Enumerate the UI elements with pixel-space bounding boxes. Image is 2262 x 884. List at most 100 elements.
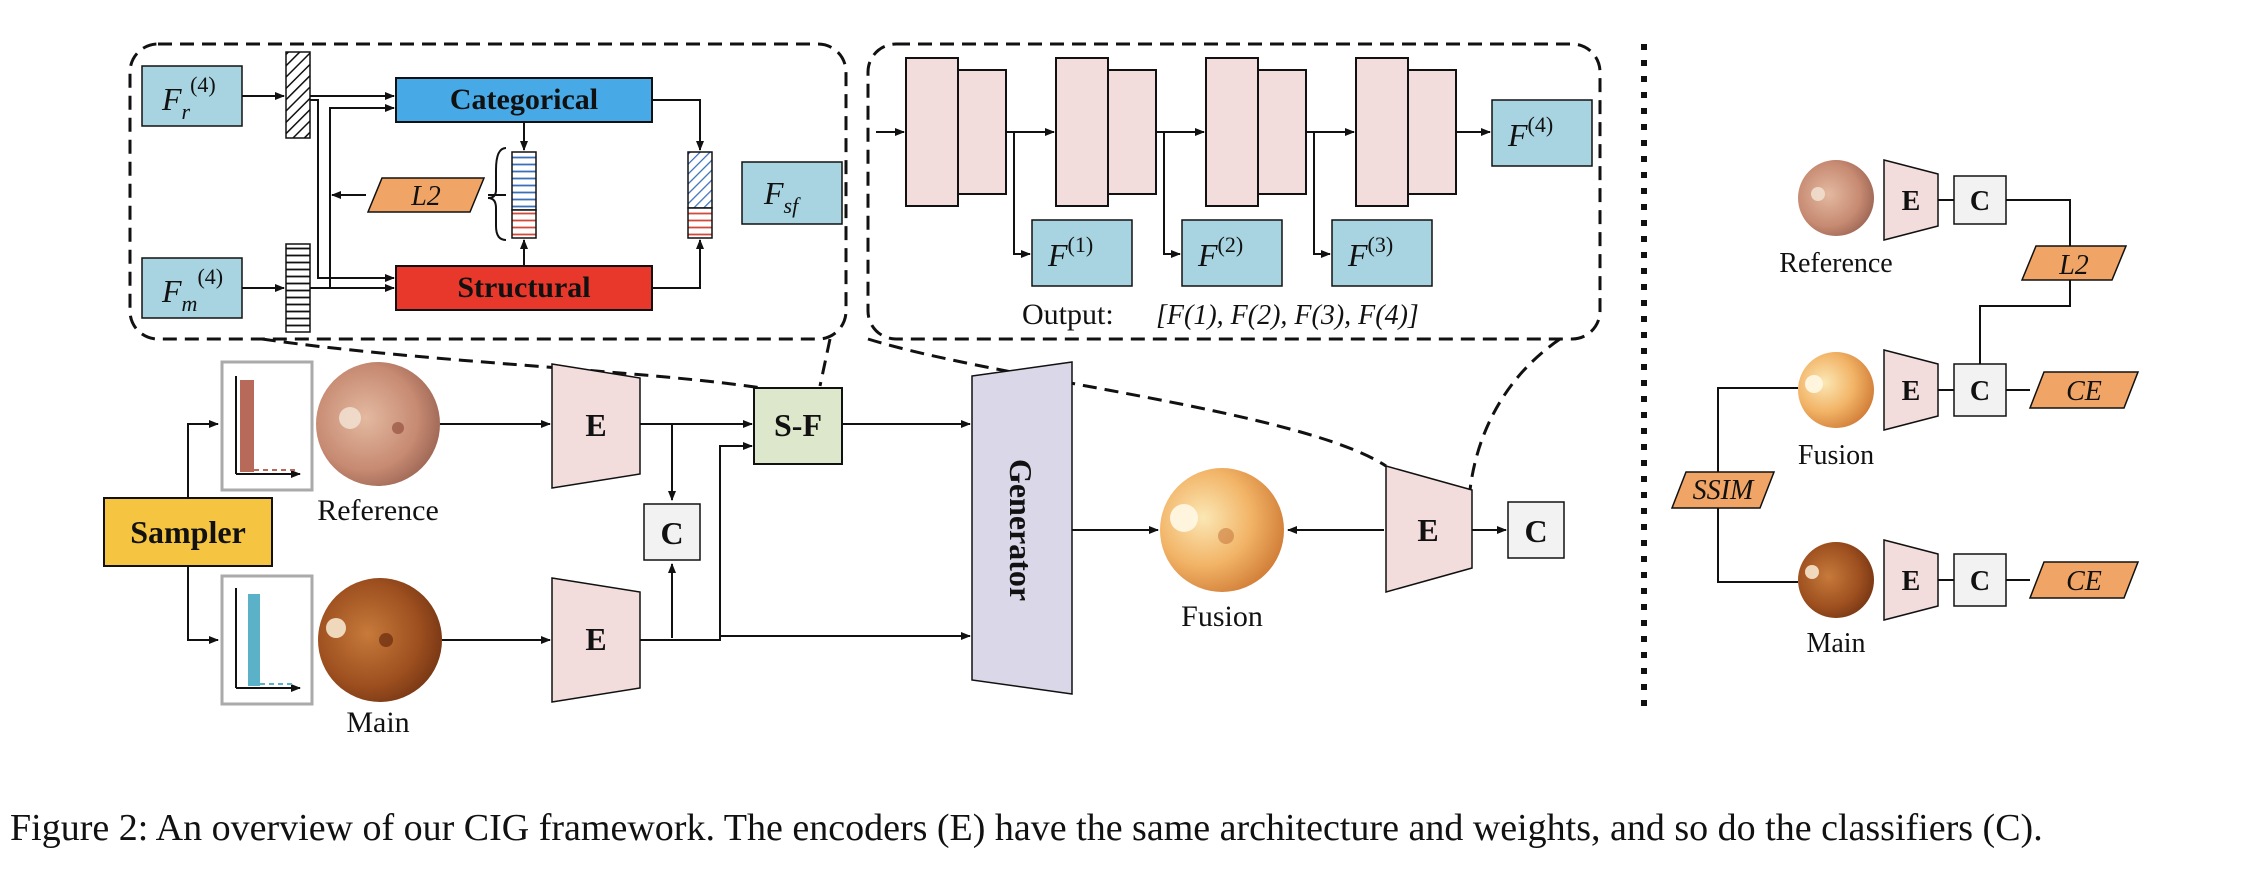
- loss-reference-encoder: E: [1883, 159, 1939, 241]
- sf-module-panel: [128, 42, 848, 341]
- loss-main-classifier-label: C: [1970, 566, 1990, 597]
- sampler-block: Sampler: [103, 497, 273, 567]
- loss-fusion-label: Fusion: [1798, 440, 1874, 471]
- sf-label: S-F: [774, 407, 822, 443]
- categorical-block: Categorical: [395, 77, 653, 123]
- encoder-stage-1: [905, 57, 1007, 207]
- module-l2-label: L2: [410, 181, 441, 212]
- fm4-sub: m: [182, 291, 198, 316]
- loss-reference-encoder-label: E: [1902, 186, 1921, 217]
- reference-label: Reference: [317, 494, 439, 527]
- categorical-label: Categorical: [450, 83, 598, 116]
- svg-text:F(4): F(4): [1507, 112, 1553, 153]
- f3-feature-box: F(3): [1331, 219, 1433, 287]
- fusion-classifier: C: [1507, 501, 1565, 559]
- fusion-classifier-label: C: [1524, 513, 1547, 549]
- reference-encoder: E: [551, 363, 641, 489]
- f1-base: F: [1047, 237, 1068, 273]
- fusion-encoder-label: E: [1417, 512, 1438, 548]
- module-l2-loss: L2: [366, 177, 486, 213]
- fusion-encoder: E: [1385, 465, 1473, 593]
- encoder-stage-3: [1205, 57, 1307, 207]
- loss-main-classifier: C: [1953, 553, 2007, 607]
- fr-vector: [285, 51, 311, 139]
- center-classifier-label: C: [660, 515, 683, 551]
- f2-feature-box: F(2): [1181, 219, 1283, 287]
- sf-module-block: S-F: [753, 387, 843, 465]
- loss-ssim: SSIM: [1670, 471, 1776, 509]
- concat-vector-right: [687, 151, 713, 239]
- loss-ce-main-label: CE: [2066, 566, 2102, 597]
- svg-text:Fsf: Fsf: [763, 175, 801, 218]
- center-classifier: C: [643, 503, 701, 561]
- loss-fusion-encoder: E: [1883, 349, 1939, 431]
- svg-text:Fr(4): Fr(4): [161, 72, 216, 124]
- encoder-stage-4: [1355, 57, 1457, 207]
- fr4-sup: (4): [190, 72, 216, 97]
- generator-block: Generator: [971, 361, 1073, 695]
- output-list: [F(1), F(2), F(3), F(4)]: [1156, 300, 1419, 331]
- reference-encoder-label: E: [585, 407, 606, 443]
- cig-framework-diagram: Fr(4) Fm(4) Categorical Structural L2: [103, 42, 2140, 739]
- structural-block: Structural: [395, 265, 653, 311]
- svg-text:F(3): F(3): [1347, 232, 1393, 273]
- main-fundus-image: [318, 578, 442, 702]
- f1-sup: (1): [1068, 232, 1094, 257]
- loss-reference-label: Reference: [1779, 248, 1892, 279]
- loss-reference-classifier-label: C: [1970, 186, 1990, 217]
- fsf-sub: sf: [784, 193, 802, 218]
- loss-ssim-label: SSIM: [1693, 475, 1755, 506]
- svg-text:F(2): F(2): [1197, 232, 1243, 273]
- loss-main-encoder-label: E: [1902, 566, 1921, 597]
- fr4-base: F: [161, 81, 182, 117]
- svg-text:F(1): F(1): [1047, 232, 1093, 273]
- loss-reference-classifier: C: [1953, 175, 2007, 225]
- f4-sup: (4): [1528, 112, 1554, 137]
- fsf-feature-box: Fsf: [741, 161, 843, 225]
- main-encoder: E: [551, 577, 641, 703]
- fusion-fundus-image: [1160, 468, 1284, 592]
- main-label: Main: [346, 706, 409, 739]
- reference-sampling-plot: [220, 360, 314, 492]
- f1-feature-box: F(1): [1031, 219, 1133, 287]
- loss-main-encoder: E: [1883, 539, 1939, 621]
- loss-fusion-encoder-label: E: [1902, 376, 1921, 407]
- fm4-feature-box: Fm(4): [141, 257, 243, 319]
- loss-main-image: [1798, 542, 1874, 618]
- fr4-sub: r: [182, 99, 191, 124]
- main-encoder-label: E: [585, 621, 606, 657]
- concat-vector-mid: [511, 151, 537, 239]
- fm4-sup: (4): [197, 264, 223, 289]
- f4-base: F: [1507, 117, 1528, 153]
- sampler-label: Sampler: [130, 514, 246, 550]
- svg-text:Fm(4): Fm(4): [161, 264, 223, 316]
- fm4-base: F: [161, 273, 182, 309]
- main-sampling-plot: [220, 574, 314, 706]
- encoder-detail-panel: [866, 42, 1602, 341]
- structural-label: Structural: [457, 271, 590, 304]
- loss-reference-image: [1798, 160, 1874, 236]
- loss-fusion-image: [1798, 352, 1874, 428]
- generator-label: Generator: [1003, 459, 1039, 601]
- fusion-label: Fusion: [1181, 600, 1263, 633]
- f3-base: F: [1347, 237, 1368, 273]
- encoder-stage-2: [1055, 57, 1157, 207]
- loss-l2-label: L2: [2058, 250, 2089, 281]
- output-label: Output:: [1022, 298, 1114, 331]
- loss-ce-fusion-label: CE: [2066, 376, 2102, 407]
- f3-sup: (3): [1368, 232, 1394, 257]
- fr4-feature-box: Fr(4): [141, 65, 243, 127]
- reference-fundus-image: [316, 362, 440, 486]
- loss-ce-main: CE: [2028, 561, 2140, 599]
- loss-l2: L2: [2020, 245, 2128, 281]
- loss-fusion-classifier-label: C: [1970, 376, 1990, 407]
- f4-feature-box: F(4): [1491, 99, 1593, 167]
- loss-ce-fusion: CE: [2028, 371, 2140, 409]
- f2-sup: (2): [1218, 232, 1244, 257]
- fsf-base: F: [763, 175, 784, 211]
- fm-vector: [285, 243, 311, 333]
- f2-base: F: [1197, 237, 1218, 273]
- loss-main-label: Main: [1806, 628, 1865, 659]
- figure-caption: Figure 2: An overview of our CIG framewo…: [10, 807, 2043, 849]
- loss-fusion-classifier: C: [1953, 363, 2007, 417]
